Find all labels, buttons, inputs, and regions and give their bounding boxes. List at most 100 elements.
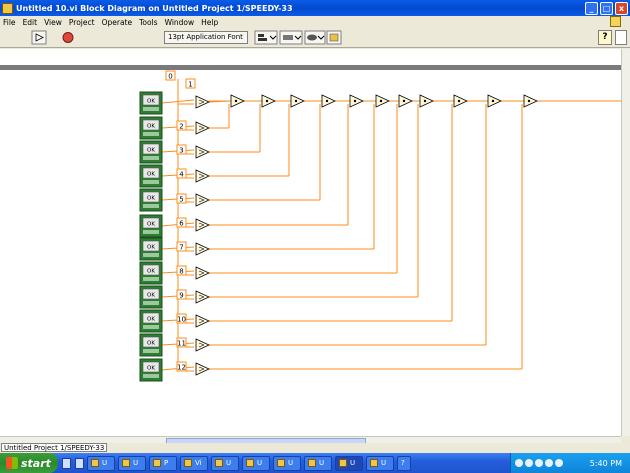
menu-help[interactable]: Help (201, 17, 219, 27)
start-button[interactable]: start (0, 453, 58, 473)
abort-icon[interactable] (62, 32, 74, 43)
select-node[interactable] (195, 266, 210, 280)
ok-button-terminal[interactable]: OK (139, 164, 163, 188)
numeric-constant[interactable]: 6 (176, 217, 187, 228)
compound-arithmetic-node[interactable] (523, 94, 538, 108)
select-glyph (198, 222, 205, 226)
select-node[interactable] (195, 362, 210, 376)
numeric-constant[interactable]: 7 (176, 241, 187, 252)
numeric-constant[interactable]: 8 (176, 265, 187, 276)
tray-icon[interactable] (555, 459, 563, 467)
task-button-active[interactable]: U (335, 455, 363, 471)
numeric-constant[interactable]: 10 (176, 313, 187, 324)
align-objects-icon[interactable] (254, 30, 278, 45)
select-node[interactable] (195, 218, 210, 232)
button-label: OK (147, 366, 155, 372)
compound-arithmetic-node[interactable] (261, 94, 276, 108)
font-select[interactable]: 13pt Application Font (164, 31, 248, 44)
reorder-icon[interactable] (304, 30, 326, 45)
button-face (142, 94, 160, 106)
menu-edit[interactable]: Edit (22, 17, 38, 27)
select-node[interactable] (195, 193, 210, 207)
run-arrow-icon[interactable] (31, 30, 47, 45)
ok-button-terminal[interactable]: OK (139, 358, 163, 382)
compound-arithmetic-node[interactable] (419, 94, 434, 108)
menu-tools[interactable]: Tools (139, 17, 158, 27)
tray-icon[interactable] (525, 459, 533, 467)
ok-button-terminal[interactable]: OK (139, 309, 163, 333)
task-button[interactable]: ? (397, 455, 411, 471)
ok-button-terminal[interactable]: OK (139, 188, 163, 212)
quicklaunch-desktop-icon[interactable] (75, 457, 84, 469)
context-help-button[interactable]: ? (598, 30, 612, 45)
task-icon (184, 459, 192, 467)
task-button[interactable]: U (366, 455, 394, 471)
select-node[interactable] (195, 338, 210, 352)
vertical-scrollbar[interactable] (621, 49, 630, 436)
ok-button-terminal[interactable]: OK (139, 214, 163, 238)
constant-value: 0 (168, 73, 172, 81)
numeric-constant[interactable]: 12 (176, 361, 187, 372)
compound-arithmetic-node[interactable] (453, 94, 468, 108)
numeric-constant[interactable]: 9 (176, 289, 187, 300)
constant-value: 6 (179, 220, 184, 228)
numeric-constant[interactable]: 4 (176, 168, 187, 179)
ok-button-terminal[interactable]: OK (139, 261, 163, 285)
menu-project[interactable]: Project (68, 17, 95, 27)
task-button[interactable]: U (118, 455, 146, 471)
select-node[interactable] (195, 121, 210, 135)
ok-button-terminal[interactable]: OK (139, 91, 163, 115)
select-node[interactable] (195, 314, 210, 328)
task-button[interactable]: U (87, 455, 115, 471)
button-label: OK (147, 124, 155, 130)
tray-icon[interactable] (545, 459, 553, 467)
numeric-constant[interactable]: 1 (185, 78, 196, 89)
ok-button-terminal[interactable]: OK (139, 140, 163, 164)
select-node[interactable] (195, 242, 210, 256)
tray-icon[interactable] (515, 459, 523, 467)
compound-triangle (453, 94, 468, 108)
task-button[interactable]: P (149, 455, 177, 471)
menu-operate[interactable]: Operate (101, 17, 133, 27)
select-node[interactable] (195, 290, 210, 304)
task-button[interactable]: Vi (180, 455, 208, 471)
compound-arithmetic-node[interactable] (398, 94, 413, 108)
task-button[interactable]: U (304, 455, 332, 471)
cleanup-diagram-icon[interactable] (326, 30, 342, 45)
menu-view[interactable]: View (44, 17, 62, 27)
compound-arithmetic-node[interactable] (349, 94, 364, 108)
menu-window[interactable]: Window (164, 17, 195, 27)
numeric-constant[interactable]: 2 (176, 120, 187, 131)
tray-icon[interactable] (535, 459, 543, 467)
numeric-constant[interactable]: 0 (165, 70, 176, 81)
ok-button-terminal[interactable]: OK (139, 285, 163, 309)
close-button[interactable]: x (615, 1, 628, 15)
ok-button-terminal[interactable]: OK (139, 333, 163, 357)
select-glyph (198, 175, 205, 179)
select-node[interactable] (195, 169, 210, 183)
compound-arithmetic-node[interactable] (230, 94, 245, 108)
button-label: OK (147, 269, 155, 275)
task-button[interactable]: U (211, 455, 239, 471)
menu-file[interactable]: File (3, 17, 16, 27)
ok-button-terminal[interactable]: OK (139, 237, 163, 261)
task-button[interactable]: U (242, 455, 270, 471)
numeric-constant[interactable]: 11 (176, 337, 187, 348)
task-button[interactable]: U (273, 455, 301, 471)
select-node[interactable] (195, 145, 210, 159)
maximize-button[interactable]: □ (600, 1, 613, 15)
minimize-button[interactable]: _ (585, 1, 598, 15)
compound-arithmetic-node[interactable] (375, 94, 390, 108)
numeric-constant[interactable]: 3 (176, 144, 187, 155)
compound-arithmetic-node[interactable] (487, 94, 502, 108)
select-node[interactable] (195, 95, 210, 109)
quicklaunch-ie-icon[interactable] (62, 457, 71, 469)
ok-button-terminal[interactable]: OK (139, 116, 163, 140)
compound-arithmetic-node[interactable] (321, 94, 336, 108)
constant-value: 9 (179, 292, 183, 300)
numeric-constant[interactable]: 5 (176, 193, 187, 204)
distribute-objects-icon[interactable] (279, 30, 303, 45)
compound-arithmetic-node[interactable] (290, 94, 305, 108)
